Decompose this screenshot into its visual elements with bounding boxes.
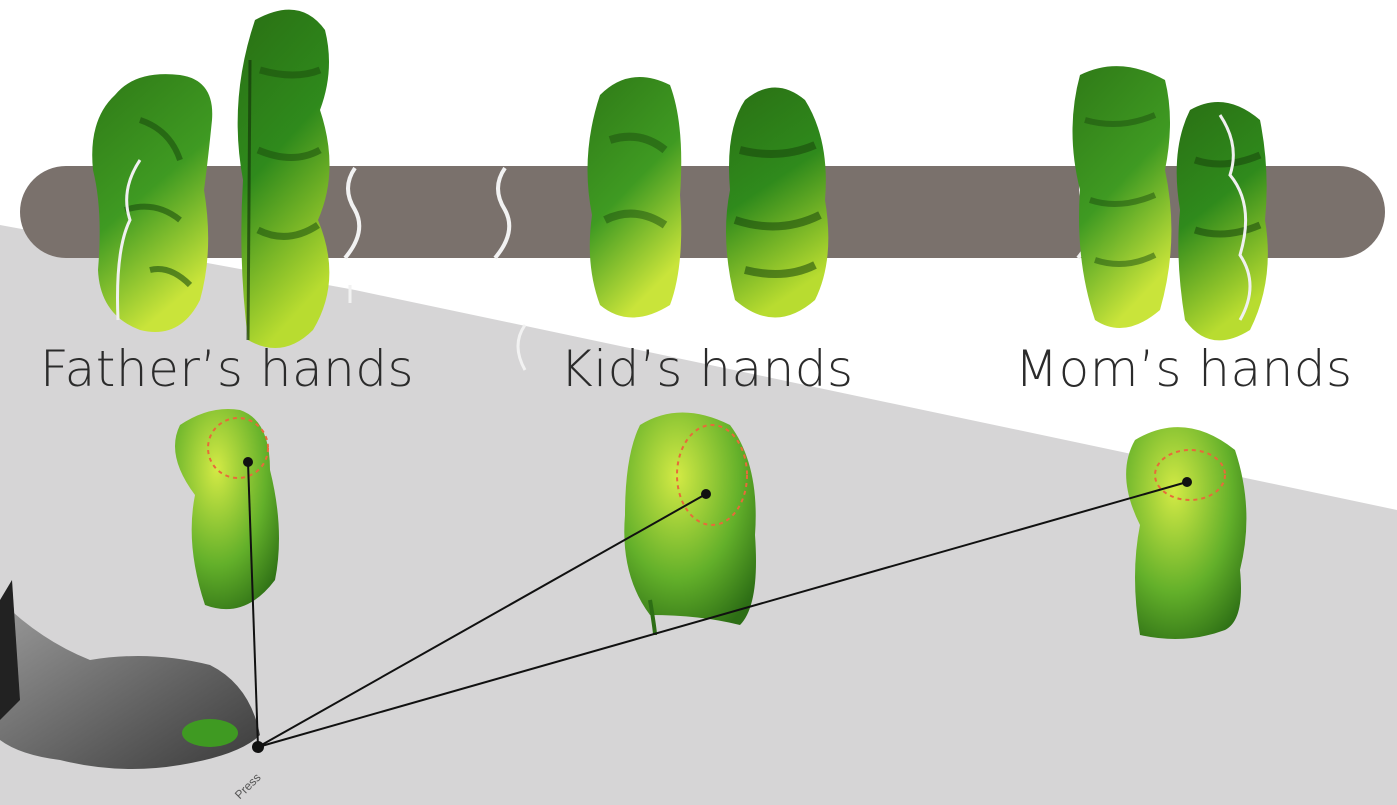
contact-point-mom [1182, 477, 1192, 487]
mom-label: Mom’s hands [1015, 340, 1353, 398]
mom-grip-detail [1126, 427, 1246, 639]
mom-grip-left [1073, 66, 1172, 328]
kid-grip-detail [624, 413, 756, 636]
press-point [252, 741, 264, 753]
kid-grip-left [588, 77, 682, 318]
fingertip-pad [182, 719, 238, 747]
kid-grip-right [726, 88, 828, 318]
kid-label: Kid’s hands [560, 340, 854, 398]
mom-grip-right [1177, 102, 1268, 340]
father-grip-right [238, 10, 330, 348]
contact-point-father [243, 457, 253, 467]
father-label: Father’s hands [40, 340, 414, 398]
contact-point-kid [701, 489, 711, 499]
father-grip-left [92, 74, 212, 332]
